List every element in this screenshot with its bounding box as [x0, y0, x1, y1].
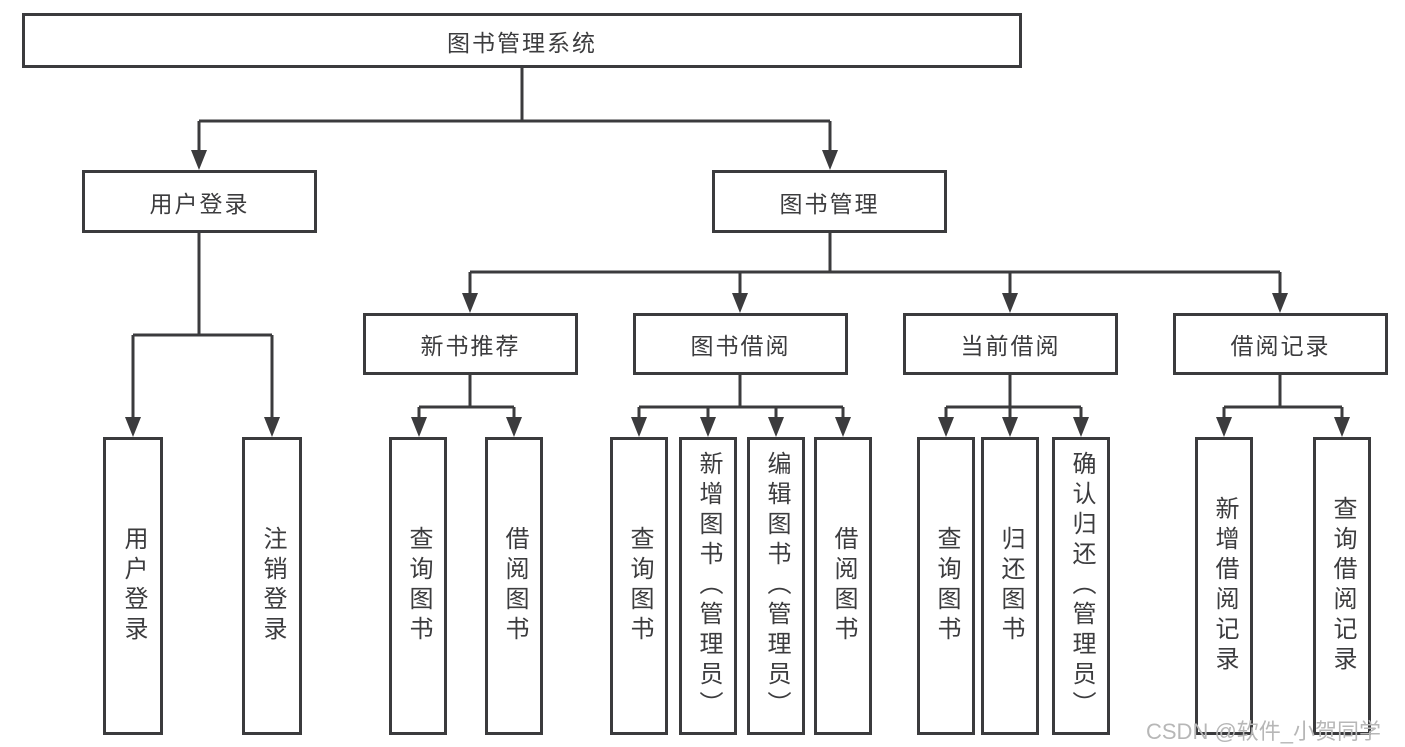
- node-leaf-cb-confirm-return-admin: 确认归还（管理员）: [1052, 437, 1110, 735]
- node-label: 图书管理: [779, 190, 880, 217]
- arrow-down-icon: [822, 150, 838, 170]
- node-borrowing-records: 借阅记录: [1173, 313, 1388, 375]
- node-label: 新增借阅记录: [1211, 496, 1238, 676]
- node-book-borrowing: 图书借阅: [633, 313, 848, 375]
- arrow-down-icon: [264, 417, 280, 437]
- node-label: 借阅记录: [1230, 333, 1331, 359]
- node-leaf-br-query-record: 查询借阅记录: [1313, 437, 1371, 735]
- node-label: 查询借阅记录: [1329, 496, 1356, 676]
- node-leaf-cb-query-books: 查询图书: [917, 437, 975, 735]
- arrow-down-icon: [631, 417, 647, 437]
- arrow-down-icon: [1272, 293, 1288, 313]
- arrow-down-icon: [411, 417, 427, 437]
- node-leaf-user-login: 用户登录: [103, 437, 163, 735]
- node-leaf-cb-return-books: 归还图书: [981, 437, 1039, 735]
- csdn-watermark: CSDN @软件_小贺同学: [1146, 719, 1382, 744]
- connector-current-borrowing-children: [938, 375, 1089, 437]
- node-book-management: 图书管理: [712, 170, 947, 233]
- node-leaf-br-add-record: 新增借阅记录: [1195, 437, 1253, 735]
- arrow-down-icon: [700, 417, 716, 437]
- node-label: 用户登录: [120, 526, 147, 646]
- node-leaf-nbr-borrow-books: 借阅图书: [485, 437, 543, 735]
- node-label: 新书推荐: [420, 333, 521, 359]
- node-label: 借阅图书: [830, 526, 857, 646]
- node-root-system: 图书管理系统: [22, 13, 1022, 68]
- connector-user-login-children: [125, 233, 280, 437]
- arrow-down-icon: [835, 417, 851, 437]
- connector-book-management-children: [462, 233, 1288, 313]
- node-label: 查询图书: [405, 526, 432, 646]
- node-label: 当前借阅: [960, 333, 1061, 359]
- node-leaf-logout: 注销登录: [242, 437, 302, 735]
- arrow-down-icon: [768, 417, 784, 437]
- node-new-book-recommendation: 新书推荐: [363, 313, 578, 375]
- node-leaf-bb-edit-books-admin: 编辑图书（管理员）: [747, 437, 805, 735]
- node-label: 图书管理系统: [447, 29, 597, 56]
- node-label: 注销登录: [259, 526, 286, 646]
- arrow-down-icon: [125, 417, 141, 437]
- connector-borrowing-records-children: [1216, 375, 1350, 437]
- node-leaf-bb-add-books-admin: 新增图书（管理员）: [679, 437, 737, 735]
- arrow-down-icon: [938, 417, 954, 437]
- node-label: 编辑图书（管理员）: [763, 451, 790, 721]
- node-leaf-nbr-query-books: 查询图书: [389, 437, 447, 735]
- node-label: 用户登录: [149, 190, 250, 217]
- arrow-down-icon: [191, 150, 207, 170]
- connector-new-book-recommendation-children: [411, 375, 522, 437]
- node-label: 查询图书: [933, 526, 960, 646]
- node-label: 查询图书: [626, 526, 653, 646]
- arrow-down-icon: [732, 293, 748, 313]
- node-label: 确认归还（管理员）: [1068, 451, 1095, 721]
- node-label: 归还图书: [997, 526, 1024, 646]
- arrow-down-icon: [506, 417, 522, 437]
- arrow-down-icon: [1334, 417, 1350, 437]
- arrow-down-icon: [1002, 293, 1018, 313]
- node-label: 新增图书（管理员）: [695, 451, 722, 721]
- node-leaf-bb-borrow-books: 借阅图书: [814, 437, 872, 735]
- node-label: 图书借阅: [690, 333, 791, 359]
- node-current-borrowing: 当前借阅: [903, 313, 1118, 375]
- arrow-down-icon: [462, 293, 478, 313]
- connector-root-to-level2: [191, 68, 838, 170]
- node-user-login: 用户登录: [82, 170, 317, 233]
- arrow-down-icon: [1073, 417, 1089, 437]
- node-leaf-bb-query-books: 查询图书: [610, 437, 668, 735]
- arrow-down-icon: [1002, 417, 1018, 437]
- node-label: 借阅图书: [501, 526, 528, 646]
- arrow-down-icon: [1216, 417, 1232, 437]
- connector-book-borrowing-children: [631, 375, 851, 437]
